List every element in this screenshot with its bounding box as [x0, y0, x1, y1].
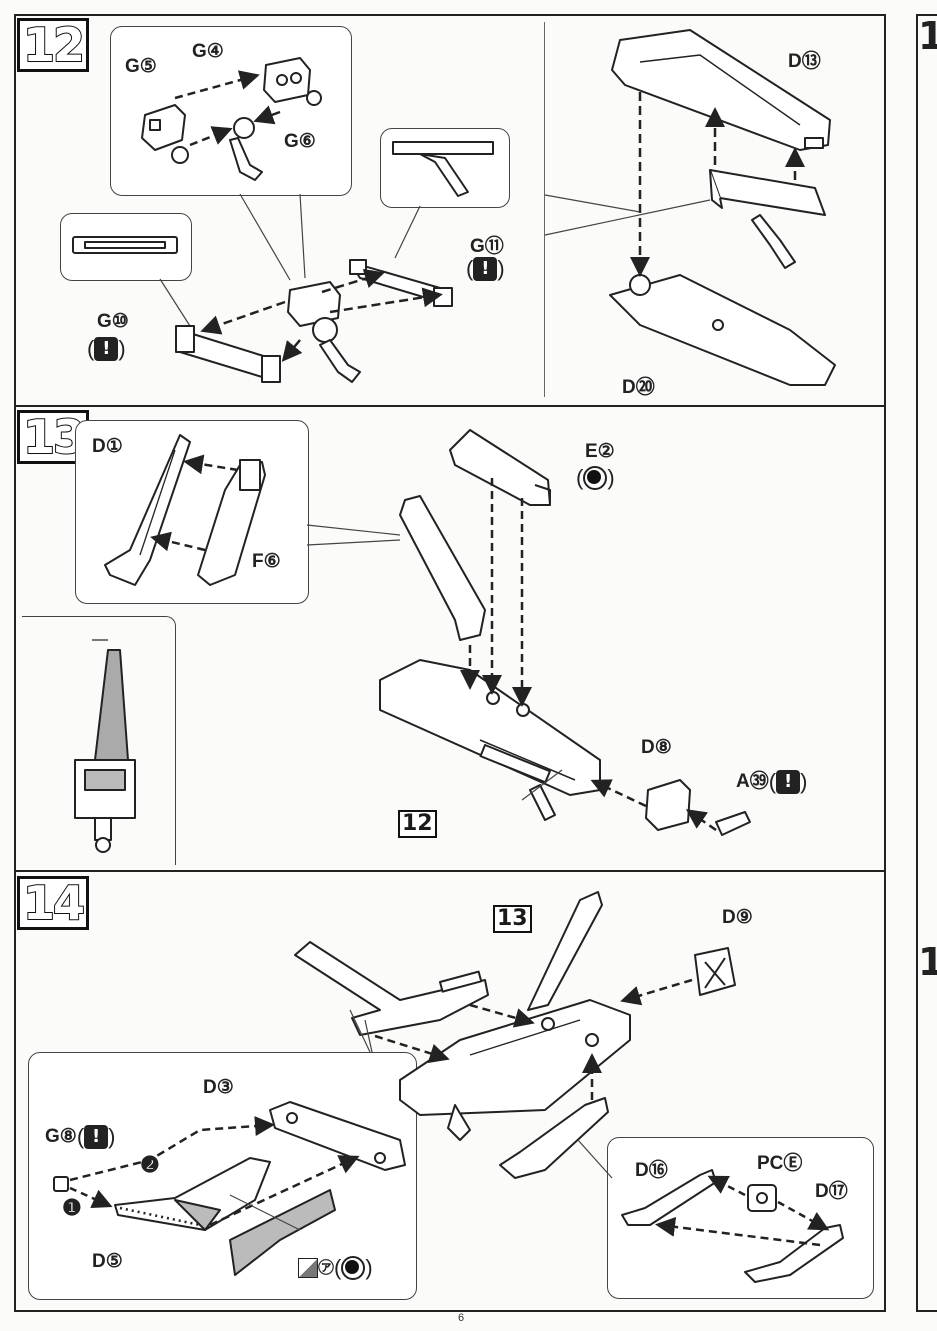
- label-a39: A㊴(!): [736, 768, 808, 794]
- part-body-13: [379, 659, 601, 821]
- triangle-icon: [298, 1257, 318, 1278]
- part-d13: [611, 29, 831, 151]
- mark-a-paint: ㋐(): [298, 1254, 373, 1281]
- part-a-piece: [229, 1189, 336, 1276]
- label-d9: D⑨: [722, 907, 753, 928]
- part-inner-frame: [709, 169, 826, 269]
- exclamation-icon: !: [473, 257, 498, 281]
- label-d20: D⑳: [622, 377, 655, 398]
- g10-detail: [72, 236, 178, 254]
- part-arm-13: [399, 495, 486, 641]
- paint-dot-icon: [583, 466, 608, 490]
- mark-a-text: ㋐: [318, 1260, 335, 1277]
- exclamation-icon: !: [776, 769, 801, 794]
- label-d16: D⑯: [635, 1160, 668, 1181]
- step-number-12: 12: [17, 18, 90, 72]
- order-1: ❶: [62, 1195, 82, 1220]
- part-d5: [114, 1157, 271, 1231]
- g11-detail: [392, 141, 494, 197]
- part-d1: [104, 434, 191, 586]
- part-d3: [269, 1101, 406, 1171]
- divider-12-vertical: [544, 22, 545, 397]
- divider-13-14: [14, 870, 884, 872]
- part-d17: [744, 1224, 844, 1283]
- part-e2: [449, 429, 551, 506]
- part-d16: [621, 1169, 717, 1226]
- next-page-frame: [916, 14, 937, 1312]
- part-g5: [141, 104, 189, 164]
- e2-paint: (): [576, 465, 615, 490]
- label-g8: G⑧(!): [45, 1124, 116, 1149]
- next-step-number-top: 1: [918, 14, 937, 58]
- part-g4: [263, 57, 322, 106]
- exclamation-icon: !: [94, 337, 119, 361]
- label-f6: F⑥: [252, 551, 281, 572]
- ref-step-12: 12: [398, 810, 437, 838]
- part-g6: [229, 117, 263, 181]
- part-assembly-center: [287, 281, 361, 383]
- label-pce: PCⒺ: [757, 1153, 803, 1174]
- ref-step-13: 13: [493, 905, 532, 933]
- label-g5: G⑤: [125, 56, 157, 77]
- part-hand-14: [499, 1097, 609, 1179]
- reference-figure: [74, 639, 136, 853]
- label-d17: D⑰: [815, 1181, 848, 1202]
- part-g8: [53, 1176, 69, 1192]
- part-pc-e: [747, 1184, 777, 1212]
- callout-g-parts: [110, 26, 352, 196]
- part-d8: [645, 779, 691, 831]
- divider-12-13: [14, 405, 884, 407]
- label-d5: D⑤: [92, 1251, 123, 1272]
- page-number: 6: [458, 1312, 465, 1324]
- g10-warning: (!): [87, 336, 126, 361]
- exclamation-icon: !: [84, 1125, 109, 1149]
- label-g8-text: G⑧: [45, 1126, 77, 1148]
- order-2: ❷: [140, 1152, 160, 1177]
- label-g10: G⑩: [97, 311, 129, 332]
- next-step-number-bottom: 1: [918, 940, 937, 984]
- part-d9: [694, 947, 736, 996]
- part-arm-14: [527, 891, 603, 1011]
- label-d1: D①: [92, 436, 123, 457]
- label-d3: D③: [203, 1077, 234, 1098]
- label-g11: G⑪: [470, 236, 504, 257]
- label-g6: G⑥: [284, 131, 316, 152]
- label-a39-text: A㊴: [736, 771, 769, 792]
- part-d20: [609, 274, 836, 386]
- part-a39: [715, 811, 751, 836]
- part-wing-left: [294, 941, 489, 1036]
- step-number-14: 14: [17, 876, 90, 930]
- label-e2: E②: [585, 441, 615, 462]
- part-body-14: [399, 999, 631, 1141]
- g11-warning: (!): [466, 256, 505, 281]
- part-f6: [197, 459, 266, 586]
- part-g11: [349, 259, 453, 307]
- part-g10: [175, 325, 281, 383]
- label-g4: G④: [192, 41, 224, 62]
- page-frame: [14, 14, 886, 1312]
- paint-dot-icon: [341, 1255, 366, 1280]
- label-d8: D⑧: [641, 737, 672, 758]
- label-d13: D⑬: [788, 51, 821, 72]
- reference-panel: [22, 616, 176, 865]
